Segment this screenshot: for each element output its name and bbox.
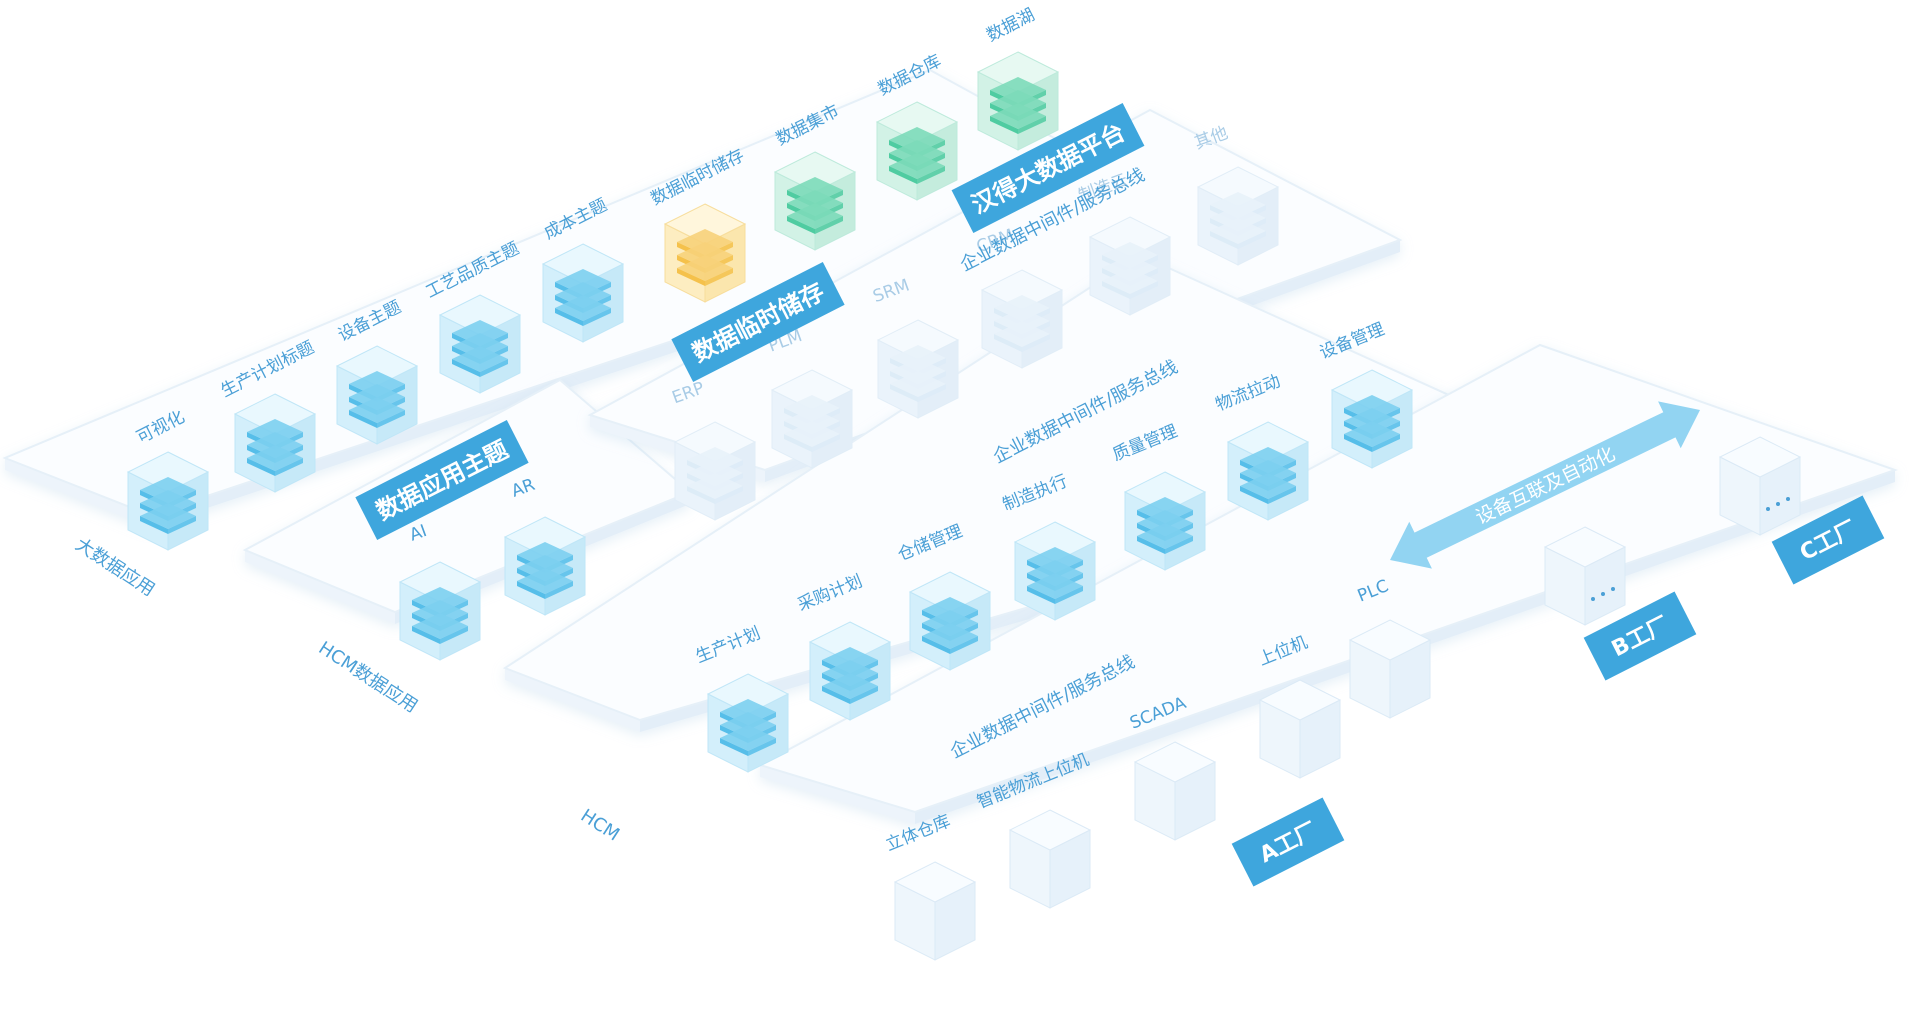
enterprise-cube-4 bbox=[1088, 216, 1172, 316]
factory-b-box bbox=[1543, 526, 1627, 626]
enterprise-cube-1 bbox=[770, 369, 854, 469]
factory-c-item: … bbox=[1775, 469, 1776, 471]
hcm-app-cube-1 bbox=[503, 516, 587, 616]
enterprise-cube-3 bbox=[980, 269, 1064, 369]
factory-box-3 bbox=[1258, 679, 1342, 779]
hcm-cube-5 bbox=[1226, 421, 1310, 521]
banner-factory-c: C工厂 bbox=[1771, 495, 1885, 585]
topic-cube-4 bbox=[541, 243, 625, 343]
enterprise-cube-2 bbox=[876, 319, 960, 419]
factory-box-1 bbox=[1008, 809, 1092, 909]
hcm-cube-6 bbox=[1330, 369, 1414, 469]
cubes-layer bbox=[126, 51, 1802, 961]
topic-cube-3 bbox=[438, 294, 522, 394]
storage-cube-1 bbox=[773, 151, 857, 251]
side-label-big-data-app: 大数据应用 bbox=[72, 534, 159, 601]
factory-c-box bbox=[1718, 436, 1802, 536]
hcm-cube-3 bbox=[1013, 521, 1097, 621]
topic-cube-2 bbox=[335, 345, 419, 445]
storage-cube-3 bbox=[976, 51, 1060, 151]
topic-cube-1 bbox=[233, 393, 317, 493]
factory-box-4 bbox=[1348, 619, 1432, 719]
hcm-cube-1 bbox=[808, 621, 892, 721]
topic-cube-0 bbox=[126, 451, 210, 551]
storage-cube-2 bbox=[875, 101, 959, 201]
storage-label-3: 数据湖 bbox=[983, 5, 1038, 46]
hcm-cube-0 bbox=[706, 673, 790, 773]
banner-factory-a: A工厂 bbox=[1231, 797, 1345, 887]
side-label-hcm: HCM bbox=[577, 805, 623, 845]
hcm-app-label-0: AI bbox=[407, 521, 429, 545]
hcm-cube-2 bbox=[908, 571, 992, 671]
enterprise-cube-0 bbox=[673, 421, 757, 521]
factory-box-0 bbox=[893, 861, 977, 961]
hcm-app-cube-0 bbox=[398, 561, 482, 661]
enterprise-cube-5 bbox=[1196, 166, 1280, 266]
factory-box-2 bbox=[1133, 741, 1217, 841]
hcm-cube-4 bbox=[1123, 471, 1207, 571]
storage-cube-0 bbox=[663, 203, 747, 303]
side-label-hcm-data-app: HCM数据应用 bbox=[315, 638, 422, 718]
factory-b-item: … bbox=[1600, 559, 1601, 561]
